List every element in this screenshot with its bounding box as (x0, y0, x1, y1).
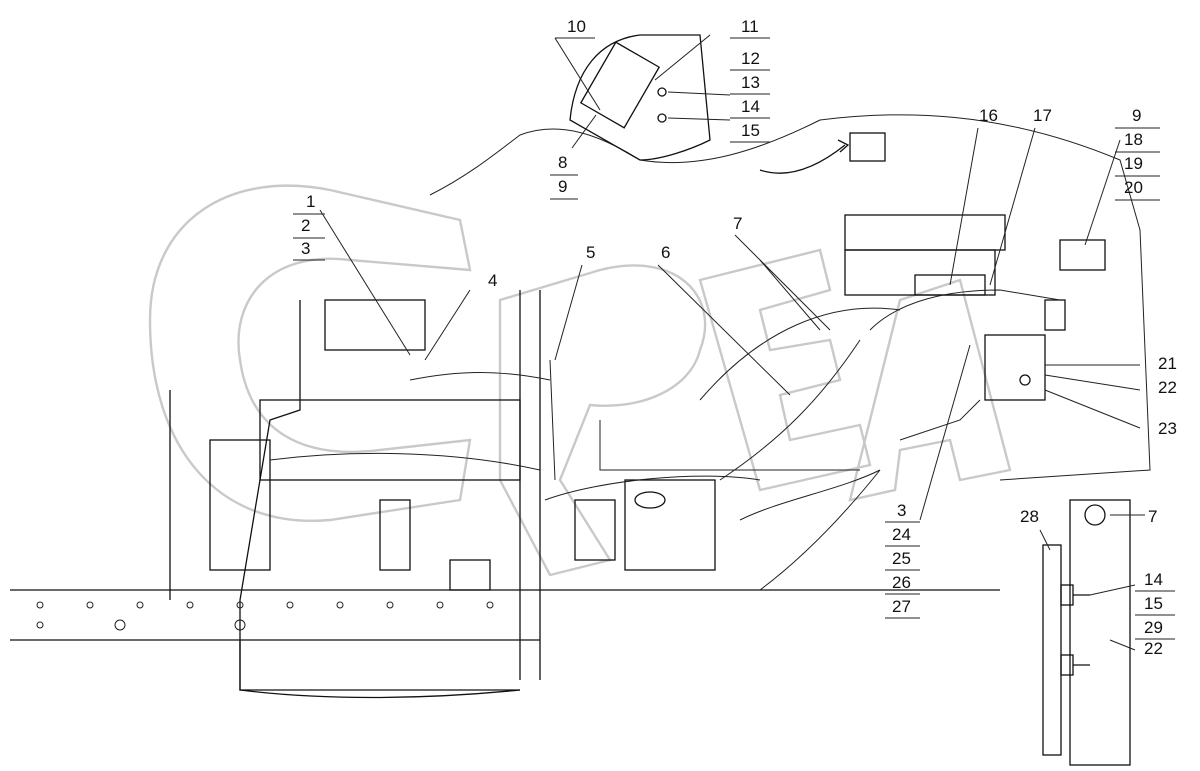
callout-3-lower: 3 (897, 501, 906, 520)
callout-14: 14 (741, 97, 760, 116)
callout-26: 26 (892, 573, 911, 592)
vehicle-outline (10, 114, 1151, 699)
callout-4: 4 (488, 271, 497, 290)
callout-5: 5 (586, 243, 595, 262)
callout-11: 11 (741, 17, 759, 36)
callout-27: 27 (892, 597, 911, 616)
frame-rivets (36, 601, 494, 631)
callout-12: 12 (741, 49, 760, 68)
callout-14-right: 14 (1144, 570, 1163, 589)
watermark (148, 184, 1012, 577)
callout-15: 15 (741, 121, 760, 140)
callout-17: 17 (1033, 106, 1052, 125)
callout-15-right: 15 (1144, 594, 1163, 613)
callout-19: 19 (1124, 154, 1143, 173)
callout-13: 13 (741, 73, 760, 92)
callout-9: 9 (558, 177, 567, 196)
callout-21: 21 (1158, 354, 1177, 373)
detail-inset (1042, 499, 1131, 766)
callout-28: 28 (1020, 507, 1039, 526)
callout-underlines (293, 37, 1175, 640)
callout-8: 8 (558, 153, 567, 172)
callout-3: 3 (301, 239, 310, 258)
callout-20: 20 (1124, 178, 1143, 197)
callouts: 10 11 12 13 14 15 8 9 1 2 3 4 5 6 7 16 1… (301, 17, 1177, 658)
callout-18: 18 (1124, 130, 1143, 149)
callout-23: 23 (1158, 419, 1177, 438)
callout-22: 22 (1158, 378, 1177, 397)
engine-block (209, 299, 716, 591)
callout-1: 1 (306, 192, 315, 211)
callout-24: 24 (892, 525, 911, 544)
callout-9-right: 9 (1132, 106, 1141, 125)
leader-lines (319, 34, 1145, 651)
dashboard-units (844, 132, 1106, 401)
callout-29: 29 (1144, 618, 1163, 637)
callout-6: 6 (661, 243, 670, 262)
inset-top (569, 34, 850, 174)
callout-2: 2 (301, 216, 310, 235)
callout-25: 25 (892, 549, 911, 568)
callout-7: 7 (733, 214, 742, 233)
callout-16: 16 (979, 106, 998, 125)
callout-7-right: 7 (1148, 507, 1157, 526)
callout-10: 10 (567, 17, 586, 36)
wiring-harness (269, 259, 1061, 521)
callout-22-right: 22 (1144, 639, 1163, 658)
